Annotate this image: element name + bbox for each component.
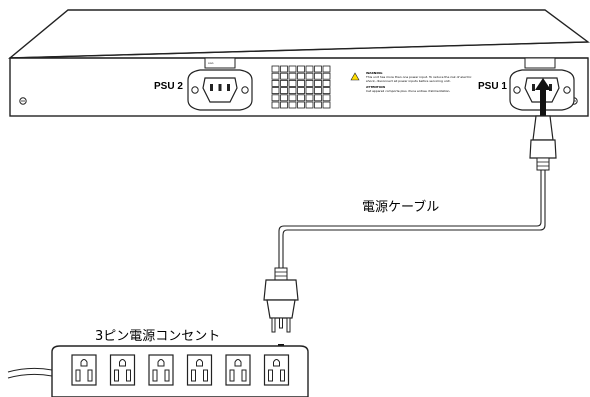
outlet-socket [109,354,136,386]
vent-slot [314,94,322,102]
vent-slot [280,65,288,73]
vent-slot [322,94,331,102]
vent-slot [322,72,331,80]
psu2-power-inlet: ооо [187,57,253,111]
vent-slot [288,80,297,87]
vent-slot [297,80,305,87]
vent-slot [271,101,280,109]
outlet-label: 3ピン電源コンセント [95,329,220,344]
vent-slot [271,80,280,87]
left-screw-icon [19,97,27,105]
outlet-socket [148,354,174,386]
vent-slot [305,65,314,73]
warning-title: WARNING [366,71,383,75]
vent-slot [322,87,331,94]
vent-slot [288,94,297,102]
vent-slot [322,101,331,109]
svg-text:ооо: ооо [208,61,214,65]
vent-slot [297,101,305,109]
warning-line-2: shock, disconnect all power inputs befor… [366,79,451,83]
warning-line-3: Cet appareil comporte plus d'une entree … [366,89,450,93]
vent-slot [297,87,305,94]
vent-slot [288,72,297,80]
vent-slot [297,72,305,80]
vent-slot [314,87,322,94]
vent-slot [271,94,280,102]
power-cable-label: 電源ケーブル [362,199,439,215]
cable-connector-psu1 [529,115,557,171]
power-cable [278,170,546,268]
warning-triangle-icon [350,72,360,81]
vent-slot [305,94,314,102]
cable-plug-outlet [263,267,299,333]
vent-slot [305,101,314,109]
vent-slot [297,65,305,73]
vent-slot [280,87,288,94]
vent-slot [305,87,314,94]
power-strip [7,345,309,397]
vent-slot [271,87,280,94]
outlet-socket [186,354,213,386]
vent-slot [271,65,280,73]
vent-slot [280,101,288,109]
vent-slot [288,87,297,94]
vent-slot [297,94,305,102]
vent-slot [288,101,297,109]
vent-slot [314,101,322,109]
outlet-socket [225,354,251,386]
ventilation-grid [271,65,331,109]
psu1-label: PSU 1 [478,81,507,92]
warning-title-2: ATTENTION [366,85,386,89]
vent-slot [314,72,322,80]
vent-slot [305,72,314,80]
vent-slot [322,65,331,73]
vent-slot [322,80,331,87]
vent-slot [288,65,297,73]
outlet-socket [263,354,290,386]
vent-slot [280,94,288,102]
warning-line-1: This unit has more than one power input.… [365,75,472,79]
vent-slot [280,72,288,80]
vent-slot [314,80,322,87]
vent-slot [271,72,280,80]
insert-arrow-psu1-icon [535,78,551,116]
vent-slot [280,80,288,87]
outlet-socket [71,354,97,386]
vent-slot [314,65,322,73]
vent-slot [305,80,314,87]
warning-label: WARNING This unit has more than one powe… [350,71,472,93]
psu2-label: PSU 2 [154,81,183,92]
